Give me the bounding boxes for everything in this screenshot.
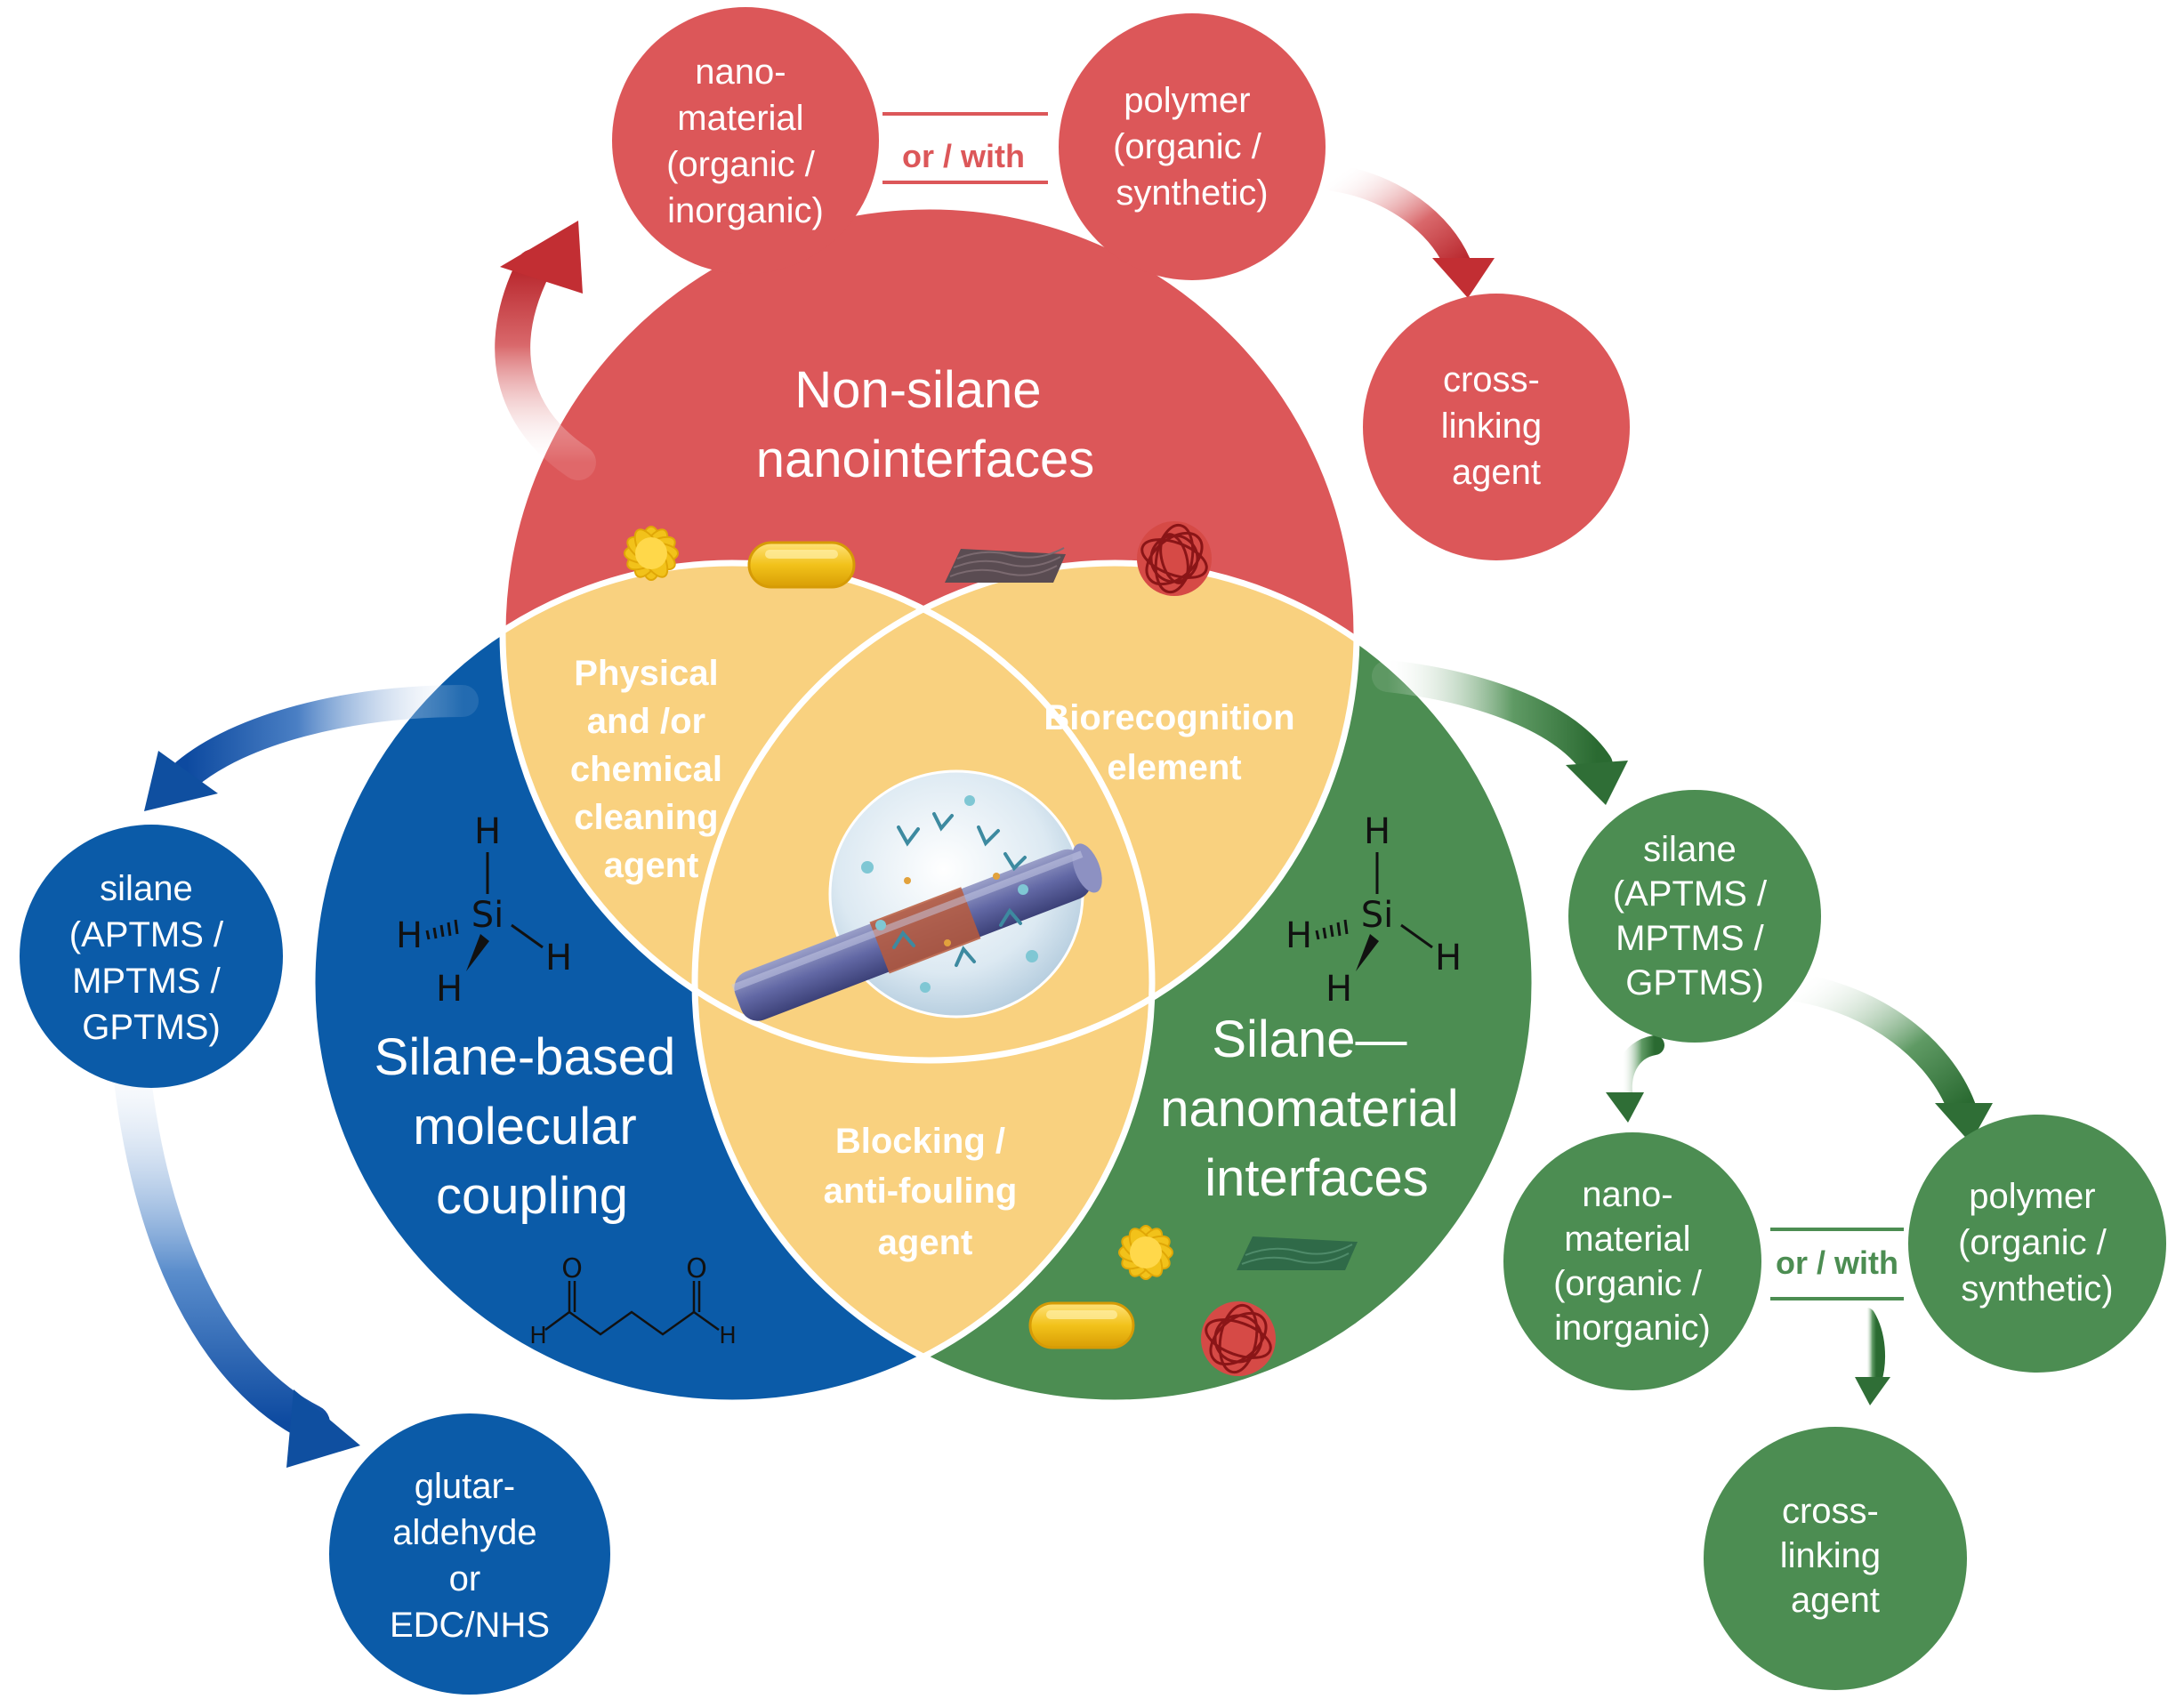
curved-arrow-icon [110, 165, 1993, 1468]
svg-text:Si: Si [471, 895, 504, 936]
nanorod-icon [747, 541, 856, 589]
nanoflower-icon [624, 526, 679, 581]
green-silane-node: silane (APTMS / MPTMS / GPTMS) [1568, 790, 1821, 1043]
glutaraldehyde-molecule: O O H H [529, 1253, 737, 1349]
svg-text:H: H [436, 969, 463, 1010]
svg-text:cross- linking age: cross- linking agent [1780, 1492, 1891, 1620]
svg-text:nano- material (or: nano- material (organic / inorganic) [666, 52, 825, 230]
svg-text:H: H [1364, 811, 1390, 852]
svg-text:H: H [396, 915, 423, 956]
red-crosslinker-node: cross- linking agent [1363, 294, 1630, 560]
svg-text:or / with: or / with [1776, 1244, 1898, 1281]
svg-text:H: H [1435, 938, 1462, 978]
svg-text:H: H [529, 1323, 547, 1349]
overlap-blue-green [695, 563, 1152, 1403]
svg-text:Si: Si [1361, 895, 1394, 936]
blocking-agent-label: Blocking / anti-fouling agent [824, 1122, 1028, 1262]
blue-glutaraldehyde-node: glutar- aldehyde or EDC/NHS [329, 1413, 610, 1695]
silane-molecule-blue: H Si H H H [396, 811, 572, 1010]
svg-text:H: H [1326, 969, 1352, 1010]
svg-text:polymer (organic /: polymer (organic / synthetic) [1113, 81, 1271, 213]
green-crosslinker-node: cross- linking agent [1704, 1427, 1967, 1690]
silane-nanomaterial-title: Silane— nanomaterial interfaces [1160, 1011, 1472, 1207]
venn-diagram [309, 203, 1538, 1406]
svg-text:O: O [561, 1253, 583, 1284]
blue-silane-node: silane (APTMS / MPTMS / GPTMS) [20, 825, 283, 1088]
red-or-with-connector: or / with [882, 112, 1048, 184]
svg-text:nano- material (or: nano- material (organic / inorganic) [1553, 1175, 1712, 1348]
svg-text:H: H [1285, 915, 1312, 956]
svg-text:silane (APTMS / MP: silane (APTMS / MPTMS / GPTMS) [69, 869, 233, 1047]
green-or-with-connector: or / with [1770, 1228, 1904, 1300]
svg-text:glutar- aldehyde o: glutar- aldehyde or EDC/NHS [390, 1467, 550, 1645]
non-silane-title: Non-silane nanointerfaces [756, 361, 1094, 488]
silane-based-title: Silane-based molecular coupling [375, 1028, 690, 1225]
svg-text:O: O [686, 1253, 707, 1284]
green-nanomaterial-node: nano- material (organic / inorganic) [1503, 1132, 1761, 1390]
svg-text:polymer (organic /: polymer (organic / synthetic) [1958, 1177, 2116, 1308]
nanorod-icon-green [1028, 1301, 1135, 1349]
cleaning-agent-label: Physical and /or chemical cleaning agent [570, 654, 732, 885]
silane-molecule-green: H Si H H H [1285, 811, 1462, 1010]
biorecognition-element-label: Biorecognition element [1044, 698, 1304, 787]
svg-text:cross- linking age: cross- linking agent [1441, 360, 1552, 492]
nanosheet-icon-green [1237, 1236, 1358, 1270]
nanoflower-icon-green [1118, 1225, 1173, 1280]
svg-text:or / with: or / with [902, 138, 1025, 174]
polymer-ball-icon-green [1201, 1301, 1276, 1376]
nanosheet-icon [945, 547, 1066, 583]
svg-text:H: H [474, 811, 501, 852]
svg-text:H: H [545, 938, 572, 978]
red-nanomaterial-node: nano- material (organic / inorganic) [612, 7, 879, 274]
svg-text:silane (APTMS / MP: silane (APTMS / MPTMS / GPTMS) [1613, 830, 1777, 1002]
fiber-sensor-icon [731, 769, 1102, 1021]
polymer-ball-icon [1137, 521, 1212, 596]
red-polymer-node: polymer (organic / synthetic) [1059, 13, 1326, 280]
green-polymer-node: polymer (organic / synthetic) [1908, 1115, 2166, 1373]
svg-text:H: H [719, 1323, 737, 1349]
